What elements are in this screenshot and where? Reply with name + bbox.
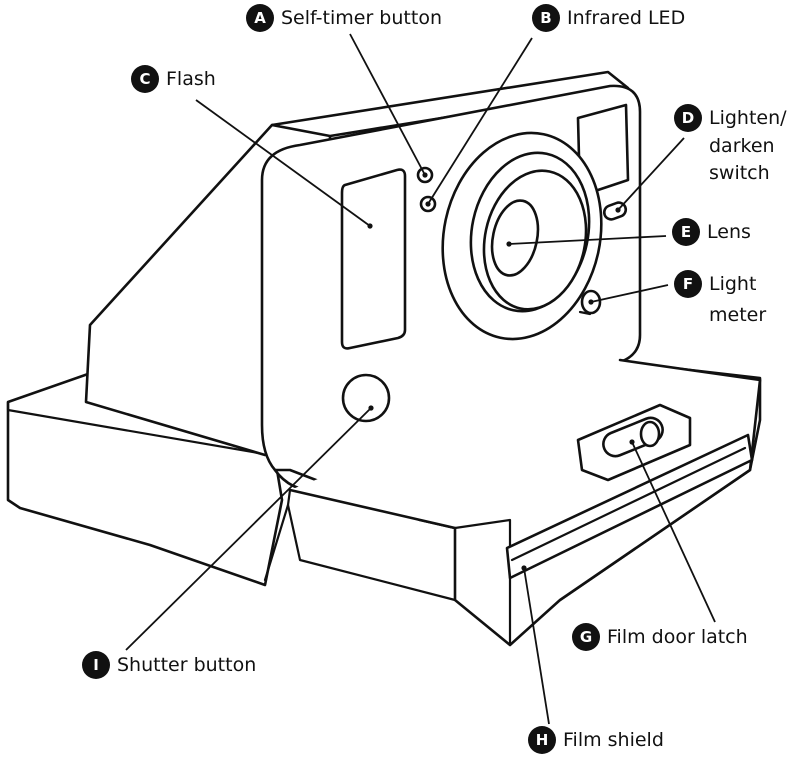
callout-label: Shutter button [117,654,256,676]
callout-b: B Infrared LED [532,4,685,32]
callout-label: Flash [166,68,216,90]
callout-badge [572,623,600,651]
callout-label-line-1: Lighten/ [709,107,787,129]
callout-letter: I [93,656,99,674]
callout-label: Film shield [563,729,664,751]
callout-badge [82,651,110,679]
callout-badge [131,65,159,93]
callout-letter: F [683,275,693,293]
leader-c [195,99,371,227]
callout-badge [672,218,700,246]
callout-d: D Lighten/ darken switch [674,104,787,184]
callout-e: E Lens [672,218,751,246]
callout-f: F Light meter [674,270,766,326]
callout-badge [246,4,274,32]
callout-label: Lens [707,221,751,243]
leader-f [590,284,669,303]
leader-lines [125,33,716,725]
film-shield [505,433,754,580]
callout-label: Self-timer button [281,7,442,29]
callout-badge [528,726,556,754]
callout-letter: H [536,731,549,749]
leader-e [508,235,667,245]
callout-label-line-1: Light [709,273,756,295]
flash-window [340,168,407,350]
callout-badge [532,4,560,32]
callout-i: I Shutter button [82,651,256,679]
callout-label-line-2: darken [709,135,775,157]
callout-label: Film door latch [607,626,748,648]
camera-illustration [6,70,762,647]
leader-d [617,137,685,211]
callout-g: G Film door latch [572,623,748,651]
callout-letter: A [254,9,266,27]
leader-g [631,441,716,623]
callout-a: A Self-timer button [246,4,442,32]
callout-label-line-3: switch [709,162,770,184]
callout-letter: C [139,70,150,88]
shutter-button [341,373,391,423]
leader-i [125,407,372,651]
callout-label: Infrared LED [567,7,685,29]
callout-letter: B [540,9,551,27]
callout-label-line-2: meter [709,304,766,326]
callout-badge [674,104,702,132]
callout-h: H Film shield [528,726,664,754]
leader-h [523,567,550,725]
callout-letter: G [580,628,592,646]
callout-letter: D [682,109,694,127]
leader-b [427,37,533,205]
callout-badge [674,270,702,298]
leader-a [349,33,426,176]
callout-c: C Flash [131,65,216,93]
callout-letter: E [681,223,691,241]
